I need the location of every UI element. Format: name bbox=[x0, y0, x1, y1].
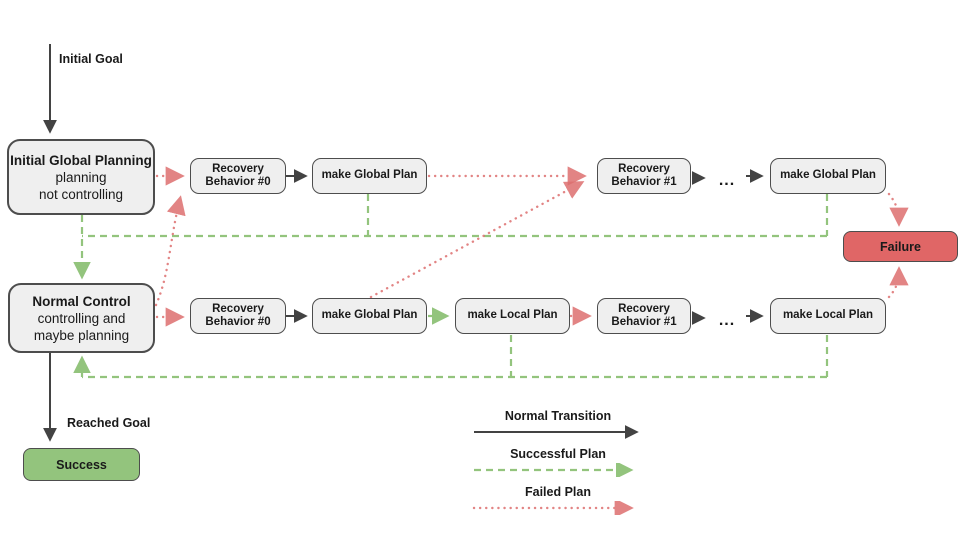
state-subtitle: controlling and maybe planning bbox=[33, 310, 130, 343]
initial-goal-label: Initial Goal bbox=[59, 52, 123, 66]
state-subtitle: planning not controlling bbox=[38, 169, 124, 202]
legend-label: Normal Transition bbox=[504, 409, 612, 423]
state-failure: Failure bbox=[843, 231, 958, 262]
state-row2-recovery-behavior-1: Recovery Behavior #1 bbox=[597, 298, 691, 334]
state-row1-make-global-plan-2: make Global Plan bbox=[770, 158, 886, 194]
failed-plan-arrow-sample bbox=[472, 501, 634, 515]
state-row2-make-local-plan: make Local Plan bbox=[455, 298, 570, 334]
state-normal-control: Normal Control controlling and maybe pla… bbox=[8, 283, 155, 353]
state-success: Success bbox=[23, 448, 140, 481]
state-row2-recovery-behavior-0: Recovery Behavior #0 bbox=[190, 298, 286, 334]
state-row1-make-global-plan: make Global Plan bbox=[312, 158, 427, 194]
legend-label: Failed Plan bbox=[525, 485, 591, 499]
legend: Normal Transition Successful Plan Failed… bbox=[470, 408, 646, 522]
state-title: Normal Control bbox=[32, 293, 131, 309]
state-initial-global-planning: Initial Global Planning planning not con… bbox=[7, 139, 155, 215]
legend-item-normal-transition: Normal Transition bbox=[470, 408, 646, 439]
successful-plan-arrow-sample bbox=[474, 463, 634, 477]
arrow-row2-make-local2-to-failure bbox=[887, 266, 909, 299]
state-row1-recovery-behavior-0: Recovery Behavior #0 bbox=[190, 158, 286, 194]
state-row1-recovery-behavior-1: Recovery Behavior #1 bbox=[597, 158, 691, 194]
arrow-row2-make-global-to-row1-rb1 bbox=[369, 181, 585, 299]
arrow-normal-control-to-row1-rb0 bbox=[154, 195, 186, 307]
legend-item-failed-plan: Failed Plan bbox=[470, 484, 646, 515]
normal-transition-arrow-sample bbox=[474, 425, 639, 439]
state-row2-make-local-plan-2: make Local Plan bbox=[770, 298, 886, 334]
row1-ellipsis: ... bbox=[718, 172, 736, 189]
arrow-row1-make-global2-to-failure bbox=[887, 192, 909, 227]
legend-label: Successful Plan bbox=[510, 447, 606, 461]
legend-item-successful-plan: Successful Plan bbox=[470, 446, 646, 477]
state-row2-make-global-plan: make Global Plan bbox=[312, 298, 427, 334]
reached-goal-label: Reached Goal bbox=[67, 416, 151, 430]
state-title: Initial Global Planning bbox=[10, 152, 152, 168]
row2-ellipsis: ... bbox=[718, 312, 736, 329]
